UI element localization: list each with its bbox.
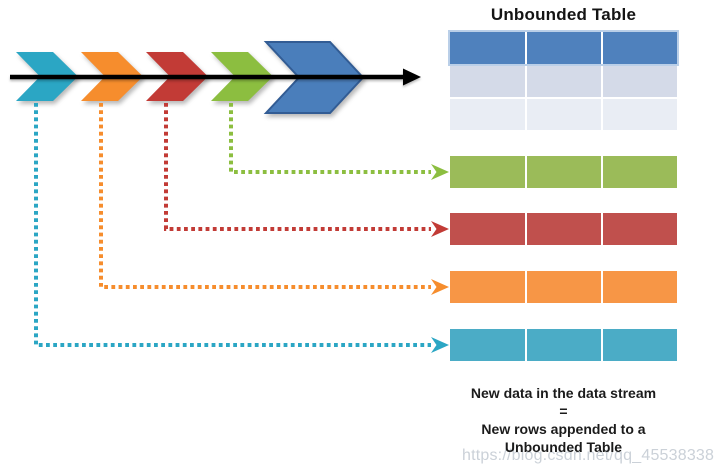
appended-row-orange — [450, 271, 677, 303]
table-cell — [527, 32, 601, 64]
appended-row-red — [450, 213, 677, 245]
appended-row-green-connector-arrowhead-icon — [431, 164, 449, 180]
table-cell — [527, 271, 601, 303]
table-cell — [450, 156, 525, 188]
table-cell — [450, 66, 525, 97]
table-header-row — [448, 30, 679, 66]
table-cell — [603, 156, 677, 188]
appended-row-teal-connector — [34, 103, 431, 347]
table-empty-row-2 — [450, 99, 677, 130]
appended-row-teal — [450, 329, 677, 361]
table-cell — [450, 213, 525, 245]
caption-text: New data in the data stream = New rows a… — [440, 384, 687, 456]
appended-row-orange-connector-arrowhead-icon — [431, 279, 449, 295]
table-cell — [603, 213, 677, 245]
table-cell — [527, 156, 601, 188]
table-cell — [527, 329, 601, 361]
appended-row-red-connector-arrowhead-icon — [431, 221, 449, 237]
caption-line-3: New rows appended to a — [481, 421, 646, 437]
table-cell — [603, 32, 677, 64]
appended-row-green — [450, 156, 677, 188]
table-cell — [450, 32, 525, 64]
appended-row-green-connector — [229, 103, 431, 174]
watermark-url: https://blog.csdn.net/qq_45538338 — [462, 447, 715, 464]
table-empty-row-1 — [450, 66, 677, 97]
table-cell — [527, 99, 601, 130]
appended-row-orange-connector — [99, 103, 431, 289]
appended-row-teal-connector-arrowhead-icon — [431, 337, 449, 353]
timeline-arrowhead-icon — [403, 68, 421, 86]
table-cell — [603, 329, 677, 361]
table-cell — [603, 271, 677, 303]
caption-line-1: New data in the data stream — [470, 385, 657, 401]
table-cell — [450, 329, 525, 361]
table-cell — [603, 99, 677, 130]
table-cell — [450, 271, 525, 303]
table-cell — [603, 66, 677, 97]
table-cell — [450, 99, 525, 130]
table-title: Unbounded Table — [490, 5, 637, 24]
caption-line-4: Unbounded Table — [504, 439, 623, 455]
appended-row-red-connector — [164, 103, 431, 231]
table-cell — [527, 213, 601, 245]
caption-line-2: = — [559, 403, 568, 419]
table-cell — [527, 66, 601, 97]
